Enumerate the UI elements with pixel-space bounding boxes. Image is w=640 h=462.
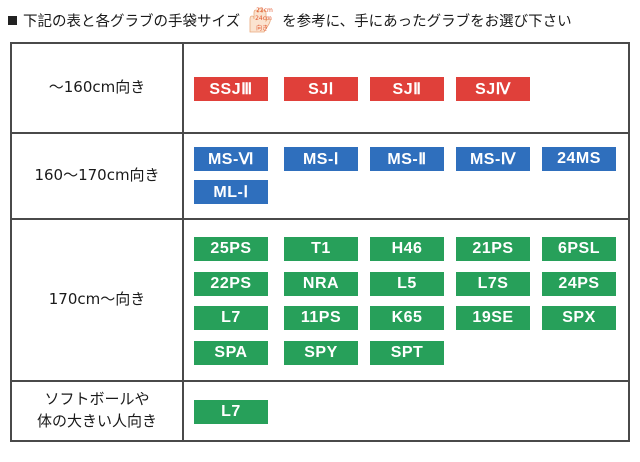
height-label: 170cm〜向き	[12, 220, 184, 380]
icon-size-label-1: 22cm	[256, 7, 273, 14]
icon-size-label-2: 24cm	[255, 15, 272, 22]
height-label: 160〜170cm向き	[12, 134, 184, 218]
model-badge: SSJⅢ	[194, 77, 268, 101]
table-row-over-170: 170cm〜向き 25PS T1 H46 21PS 6PSL 22PS NRA …	[12, 220, 628, 382]
model-badge: L7	[194, 400, 268, 424]
model-badge: 24PS	[542, 272, 616, 296]
model-badge: SPT	[370, 341, 444, 365]
model-badge: L5	[370, 272, 444, 296]
model-badge: L7S	[456, 272, 530, 296]
height-label-text: 〜160cm向き	[48, 78, 146, 97]
model-badge: ML-Ⅰ	[194, 180, 268, 204]
height-label-line-1: ソフトボールや	[44, 390, 150, 409]
table-row-softball-large: ソフトボールや 体の大きい人向き L7	[12, 380, 628, 440]
model-badge: MS-Ⅳ	[456, 147, 530, 171]
model-badge: T1	[284, 237, 358, 261]
glove-size-table: 〜160cm向き SSJⅢ SJⅠ SJⅡ SJⅣ 160〜170cm向き MS…	[10, 42, 630, 442]
instruction-text-before: 下記の表と各グラブの手袋サイズ	[23, 13, 241, 30]
model-badge: SPY	[284, 341, 358, 365]
icon-size-label-3: 向き	[256, 25, 269, 32]
table-row-under-160: 〜160cm向き SSJⅢ SJⅠ SJⅡ SJⅣ	[12, 44, 628, 134]
model-badge: MS-Ⅱ	[370, 147, 444, 171]
model-badge: 6PSL	[542, 237, 616, 261]
model-badge: MS-Ⅰ	[284, 147, 358, 171]
model-badge: SJⅣ	[456, 77, 530, 101]
instruction-header: 下記の表と各グラブの手袋サイズ 22cm 24cm 向き を参考に、手にあったグ…	[8, 6, 634, 34]
model-cells: MS-Ⅵ MS-Ⅰ MS-Ⅱ MS-Ⅳ 24MS ML-Ⅰ	[194, 134, 628, 218]
height-label: 〜160cm向き	[12, 44, 184, 132]
bullet-square-icon	[8, 15, 17, 25]
height-label: ソフトボールや 体の大きい人向き	[12, 382, 184, 440]
model-badge: 25PS	[194, 237, 268, 261]
model-badge: SJⅡ	[370, 77, 444, 101]
model-badge: H46	[370, 237, 444, 261]
model-badge: L7	[194, 306, 268, 330]
height-label-text: 170cm〜向き	[48, 290, 146, 309]
model-cells: SSJⅢ SJⅠ SJⅡ SJⅣ	[194, 44, 628, 132]
height-label-text: 160〜170cm向き	[34, 166, 160, 185]
instruction-text-after: を参考に、手にあったグラブをお選び下さい	[282, 13, 572, 30]
model-badge: MS-Ⅵ	[194, 147, 268, 171]
height-label-text: ソフトボールや 体の大きい人向き	[37, 389, 157, 433]
model-badge: K65	[370, 306, 444, 330]
model-cells: 25PS T1 H46 21PS 6PSL 22PS NRA L5 L7S 24…	[194, 220, 628, 380]
model-badge: SJⅠ	[284, 77, 358, 101]
height-label-line-2: 体の大きい人向き	[36, 412, 157, 430]
model-badge: 24MS	[542, 147, 616, 171]
model-badge: 21PS	[456, 237, 530, 261]
model-badge: 22PS	[194, 272, 268, 296]
model-badge: NRA	[284, 272, 358, 296]
model-cells: L7	[194, 382, 628, 440]
model-badge: SPA	[194, 341, 268, 365]
glove-size-hand-icon: 22cm 24cm 向き	[244, 7, 278, 33]
model-badge: 19SE	[456, 306, 530, 330]
table-row-160-170: 160〜170cm向き MS-Ⅵ MS-Ⅰ MS-Ⅱ MS-Ⅳ 24MS ML-…	[12, 134, 628, 220]
model-badge: SPX	[542, 306, 616, 330]
model-badge: 11PS	[284, 306, 358, 330]
